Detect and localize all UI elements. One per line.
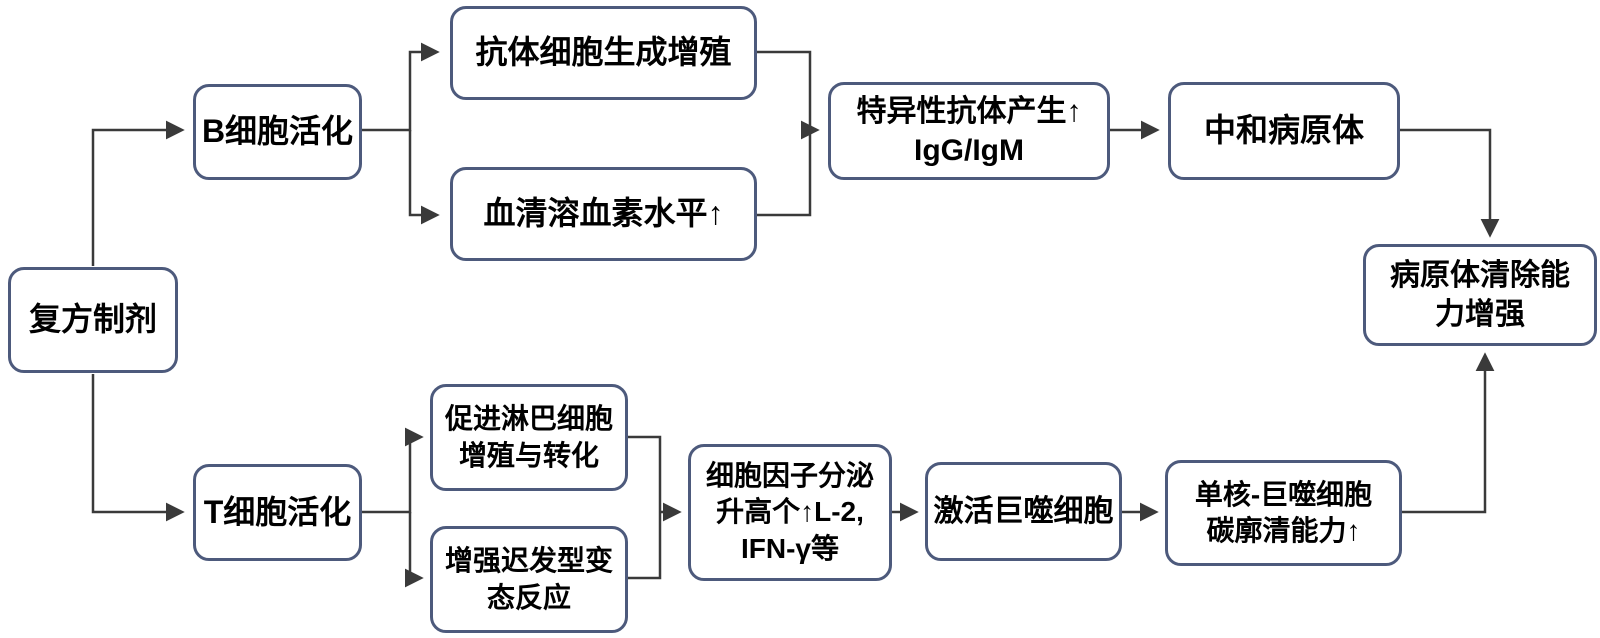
connector-tcell-to-lymphocyte [362,427,424,514]
node-compound-preparation: 复方制剂 [8,267,178,373]
node-activate-macrophage: 激活巨噬细胞 [925,462,1122,561]
node-cytokine-secretion: 细胞因子分泌 升高个↑L-2, IFN-γ等 [688,444,892,581]
connector-bcell-to-antibody-gen [362,42,440,132]
node-delayed-hypersensitivity: 增强迟发型变 态反应 [430,526,628,633]
connector-carbon-to-clearance [1402,352,1495,514]
connector-bbranch-merge [757,50,812,217]
node-t-cell-activation: T细胞活化 [193,464,362,561]
node-neutralize-pathogen: 中和病原体 [1168,82,1400,180]
connector-compound-to-bcell [91,120,185,266]
node-lymphocyte-proliferation: 促进淋巴细胞 增殖与转化 [430,384,628,491]
node-carbon-clearance-ability: 单核-巨噬细胞 碳廓清能力↑ [1165,460,1402,566]
connector-compound-to-tcell [91,374,185,522]
node-antibody-cell-generation: 抗体细胞生成增殖 [450,6,757,100]
connector-bcell-to-serum [408,130,440,225]
node-serum-hemolysin-level: 血清溶血素水平↑ [450,167,757,261]
node-specific-antibody-production: 特异性抗体产生↑ IgG/IgM [828,82,1110,180]
connector-tbranch-merge [628,435,662,580]
node-pathogen-clearance-enhanced: 病原体清除能 力增强 [1363,244,1597,346]
connector-neutralize-to-clearance [1400,128,1500,238]
connector-tcell-to-delayed [405,512,424,588]
node-b-cell-activation: B细胞活化 [193,84,362,180]
